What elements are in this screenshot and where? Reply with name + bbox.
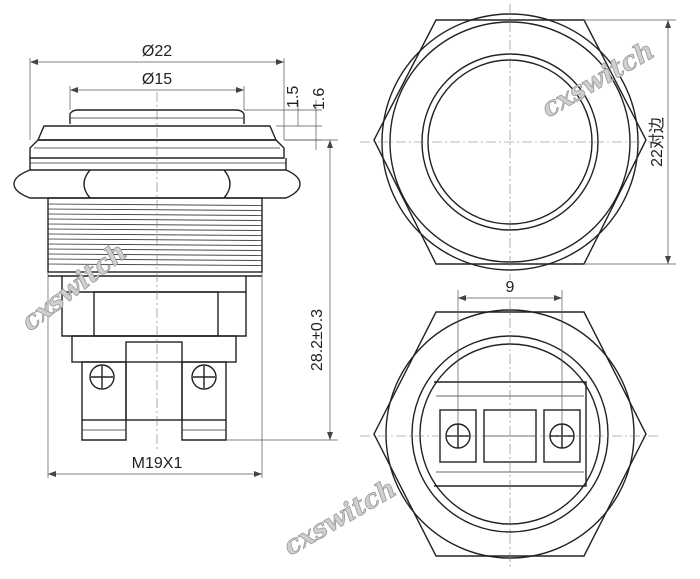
- thread-line: [47, 263, 263, 266]
- nut-facet-left: [83, 169, 91, 199]
- side-view: [13, 92, 301, 450]
- thread-line: [47, 258, 263, 261]
- dim-cap-diameter: Ø15: [142, 71, 172, 88]
- thread-line: [47, 223, 263, 226]
- nut-facet-right: [223, 169, 231, 199]
- thread-line: [47, 213, 263, 216]
- bottom-dimensions: 9: [457, 279, 563, 424]
- watermark-bottom: cxswitch: [279, 474, 402, 562]
- top-view: [360, 4, 660, 280]
- thread-line: [47, 208, 263, 211]
- thread-line: [47, 218, 263, 221]
- thread-lines: [47, 203, 263, 266]
- center-post: [125, 341, 183, 421]
- nut-sides: [29, 158, 287, 170]
- top-dimensions: 22对边: [584, 19, 676, 265]
- dim-cap-step: 1.5: [285, 86, 302, 108]
- dim-across-flats: 22对边: [648, 117, 666, 167]
- thread-line: [47, 238, 263, 241]
- bottom-view: [360, 300, 660, 570]
- threaded-body: [47, 197, 263, 273]
- left-screw-icon: [89, 364, 115, 390]
- terminal-base: [71, 335, 237, 363]
- thread-line: [47, 203, 263, 206]
- dim-terminal-spacing: 9: [506, 279, 515, 296]
- side-dimensions: Ø22 Ø15 1.5 1.6 28.2±0.3 M19X1: [29, 43, 338, 478]
- thread-line: [47, 253, 263, 256]
- dim-outer-diameter: Ø22: [142, 43, 172, 60]
- dim-cap-height: 1.6: [311, 88, 328, 110]
- left-terminal: [81, 361, 127, 421]
- thread-line: [47, 243, 263, 246]
- thread-line: [47, 233, 263, 236]
- dim-thread: M19X1: [132, 455, 183, 472]
- dim-total-length: 28.2±0.3: [309, 309, 326, 371]
- thread-line: [47, 248, 263, 251]
- hex-nut: [13, 169, 301, 199]
- thread-line: [47, 228, 263, 231]
- right-screw-icon: [191, 364, 217, 390]
- housing-window: [93, 291, 219, 337]
- right-terminal: [181, 361, 227, 421]
- flange-top: [36, 125, 278, 141]
- watermark-left: cxswitch: [16, 237, 133, 338]
- bottom-hex: [373, 311, 647, 557]
- watermarks: cxswitch cxswitch cxswitch: [15, 35, 660, 562]
